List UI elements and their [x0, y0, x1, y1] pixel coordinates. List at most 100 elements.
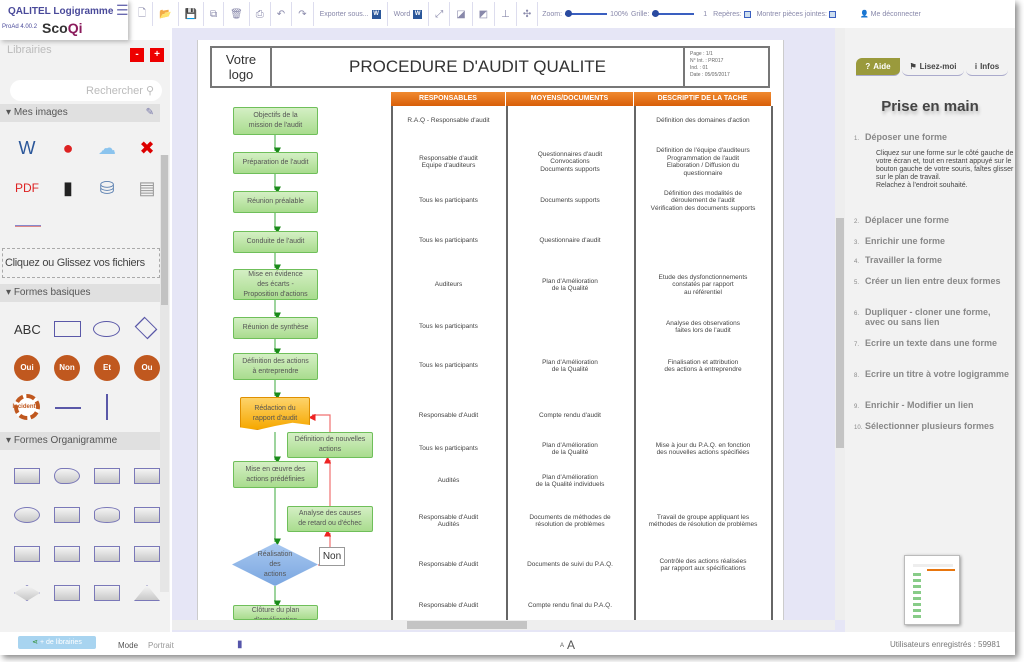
- moyens-cell[interactable]: Plan d'Amélioration de la Qualité: [542, 277, 598, 293]
- database-icon[interactable]: ⛁: [99, 177, 115, 198]
- flowchart-shape[interactable]: [14, 468, 40, 484]
- flowchart-shape[interactable]: [14, 546, 40, 562]
- help-step[interactable]: 4.Travailler la forme: [854, 255, 1011, 265]
- tab-lisez-moi[interactable]: ⚑Lisez-moi: [902, 58, 964, 76]
- descriptif-cell[interactable]: Analyse des observations faites lors de …: [665, 319, 741, 335]
- flowchart-shape[interactable]: [54, 546, 80, 562]
- copy-icon[interactable]: ⧉: [204, 2, 225, 26]
- responsable-cell[interactable]: Audités: [437, 477, 460, 485]
- moyens-cell[interactable]: Documents de suivi du P.A.Q.: [527, 561, 613, 569]
- responsable-cell[interactable]: Responsable d'Audit Audités: [418, 513, 479, 529]
- flowchart-shape[interactable]: [14, 507, 40, 523]
- expand-button[interactable]: +: [150, 48, 164, 62]
- responsable-cell[interactable]: Responsable d'audit Equipe d'auditeurs: [419, 154, 478, 170]
- word-image-icon[interactable]: W: [18, 137, 36, 158]
- export-button[interactable]: Exporter sous...W: [314, 2, 388, 26]
- horizontal-line-shape[interactable]: [55, 407, 81, 409]
- flowchart-shape[interactable]: [14, 585, 40, 601]
- help-step[interactable]: 9.Enrichir - Modifier un lien: [854, 400, 1011, 410]
- responsable-cell[interactable]: Tous les participants: [419, 323, 478, 331]
- font-increase-button[interactable]: A: [567, 638, 576, 652]
- oui-circle-shape[interactable]: Oui: [14, 355, 40, 381]
- page-icon[interactable]: ▮: [237, 639, 243, 650]
- delete-icon[interactable]: 🗑: [224, 2, 250, 26]
- process-node[interactable]: Préparation de l'audit: [233, 152, 318, 174]
- flowchart-shape[interactable]: [134, 546, 160, 562]
- responsable-cell[interactable]: R.A.Q - Responsable d'audit: [407, 117, 490, 125]
- flowchart-shape[interactable]: [134, 468, 160, 484]
- hierarchy-icon[interactable]: ⊥: [495, 2, 517, 26]
- moyens-cell[interactable]: Compte rendu d'audit: [539, 412, 601, 420]
- vertical-line-shape[interactable]: [106, 394, 108, 420]
- moyens-cell[interactable]: Plan d'Amélioration de la Qualité indivi…: [535, 473, 605, 489]
- save-icon[interactable]: 💾: [179, 2, 204, 26]
- responsable-cell[interactable]: Auditeurs: [434, 281, 463, 289]
- process-node[interactable]: Réunion de synthèse: [233, 317, 318, 339]
- descriptif-cell[interactable]: Définition des domaines d'action: [656, 117, 750, 125]
- bring-front-icon[interactable]: ◪: [450, 2, 473, 26]
- moyens-cell[interactable]: Documents supports: [540, 197, 600, 205]
- redo-icon[interactable]: ↷: [292, 2, 314, 26]
- vertical-scrollbar[interactable]: [835, 28, 845, 620]
- flowchart-shape[interactable]: [134, 507, 160, 523]
- horizontal-scrollbar[interactable]: [172, 620, 835, 630]
- help-step[interactable]: 10.Sélectionner plusieurs formes: [854, 421, 1011, 431]
- descriptif-cell[interactable]: Contrôle des actions réalisées par rappo…: [659, 557, 747, 573]
- moyens-cell[interactable]: Documents de méthodes de résolution de p…: [529, 513, 611, 529]
- help-step[interactable]: 3.Enrichir une forme: [854, 236, 1011, 246]
- process-node[interactable]: Analyse des causes de retard ou d'échec: [287, 506, 373, 532]
- fullscreen-icon[interactable]: ⤢: [429, 2, 451, 26]
- responsable-cell[interactable]: Responsable d'Audit: [418, 602, 479, 610]
- descriptif-cell[interactable]: Travail de groupe appliquant les méthode…: [648, 513, 758, 529]
- moyens-cell[interactable]: Plan d'Amélioration de la Qualité: [542, 441, 598, 457]
- ellipse-shape[interactable]: [93, 321, 120, 337]
- process-node[interactable]: Définition de nouvelles actions: [287, 432, 373, 458]
- pieces-checkbox[interactable]: [829, 10, 836, 18]
- rectangle-shape[interactable]: [54, 321, 81, 337]
- more-libraries-button[interactable]: ⋖ + de librairies: [18, 636, 96, 649]
- text-shape[interactable]: ABC: [14, 322, 41, 337]
- reperes-checkbox[interactable]: [743, 10, 751, 18]
- document-info[interactable]: Page : 1/1 N° Int. : PR017 Ind. : 01 Dat…: [683, 46, 770, 88]
- descriptif-cell[interactable]: Définition des modalités de déroulement …: [650, 189, 756, 212]
- print-icon[interactable]: ⎙: [250, 2, 271, 26]
- cloud-icon[interactable]: ☁: [98, 137, 116, 158]
- library-scrollbar[interactable]: [160, 155, 169, 592]
- file-drop-zone[interactable]: Cliquez ou Glissez vos fichiers: [2, 248, 160, 278]
- grid-slider[interactable]: [652, 10, 695, 17]
- flowchart-shape[interactable]: [54, 507, 80, 523]
- logout-button[interactable]: 👤 Me déconnecter: [860, 11, 921, 18]
- descriptif-cell[interactable]: Finalisation et attribution des actions …: [664, 358, 742, 374]
- red-cross-icon[interactable]: ✖: [139, 137, 155, 158]
- vertical-scrollbar-thumb[interactable]: [836, 218, 844, 448]
- zoom-slider[interactable]: [565, 10, 608, 17]
- responsable-cell[interactable]: Responsable d'Audit: [418, 412, 479, 420]
- process-node[interactable]: Clôture du plan d'amélioration: [233, 605, 318, 620]
- undo-icon[interactable]: ↶: [271, 2, 293, 26]
- horizontal-scrollbar-thumb[interactable]: [407, 621, 527, 629]
- flowchart-shape[interactable]: [54, 585, 80, 601]
- non-label[interactable]: Non: [319, 547, 345, 566]
- descriptif-cell[interactable]: Définition de l'équipe d'auditeurs Progr…: [656, 147, 750, 177]
- descriptif-cell[interactable]: Etude des dysfonctionnements constatés p…: [658, 273, 748, 296]
- et-circle-shape[interactable]: Et: [94, 355, 120, 381]
- pdf-icon[interactable]: PDF: [15, 181, 39, 195]
- flowchart-shape[interactable]: [94, 468, 120, 484]
- process-node[interactable]: Objectifs de la mission de l'audit: [233, 107, 318, 135]
- flowchart-shape[interactable]: [94, 585, 120, 601]
- edit-pencil-icon[interactable]: ✎: [145, 107, 154, 118]
- moyens-cell[interactable]: Questionnaires d'audit Convocations Docu…: [537, 150, 603, 173]
- process-node[interactable]: Mise en œuvre des actions prédéfinies: [233, 461, 318, 488]
- collapse-button[interactable]: -: [130, 48, 144, 62]
- document-icon[interactable]: ▤: [138, 177, 156, 198]
- section-formes-organigramme[interactable]: ▾ Formes Organigramme: [0, 432, 160, 450]
- process-node[interactable]: Définition des actions à entreprendre: [233, 353, 318, 380]
- hamburger-menu-icon[interactable]: ☰: [116, 2, 129, 18]
- tab-aide[interactable]: ?Aide: [856, 58, 900, 76]
- font-decrease-button[interactable]: A: [560, 643, 565, 649]
- responsable-cell[interactable]: Tous les participants: [419, 237, 478, 245]
- responsable-cell[interactable]: Tous les participants: [419, 362, 478, 370]
- grid-slider-handle[interactable]: [652, 10, 660, 17]
